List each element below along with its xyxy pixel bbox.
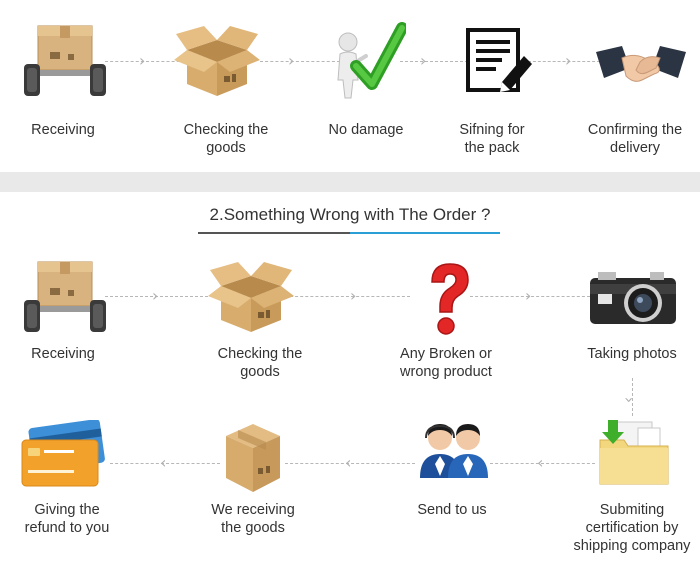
chevron-right-icon: › (152, 286, 159, 305)
chevron-right-icon: › (288, 51, 295, 70)
step-label: Checking the goods (183, 122, 269, 156)
step-label: Checking the goods (217, 346, 303, 380)
chevron-right-icon: › (420, 51, 427, 70)
flow-connector (470, 296, 590, 297)
camera-icon (588, 268, 678, 328)
flow-connector (110, 463, 220, 464)
step-label: Receiving (31, 122, 95, 138)
step-label: Taking photos (587, 346, 677, 362)
flow-connector (260, 61, 340, 62)
flow-connector (528, 61, 600, 62)
flow-connector (285, 463, 415, 464)
problem-flow-section (0, 192, 700, 573)
figure-checkmark-icon (326, 22, 406, 102)
support-agents-icon (410, 420, 500, 480)
title-underline-accent (350, 232, 500, 234)
step-label: No damage (328, 122, 404, 138)
step-label: Sifning for the pack (459, 122, 525, 156)
open-box-icon (206, 256, 296, 336)
step-label: Any Broken or wrong product (400, 346, 492, 380)
chevron-left-icon: ‹ (160, 453, 167, 472)
chevron-left-icon: ‹ (537, 453, 544, 472)
chevron-left-icon: ‹ (345, 453, 352, 472)
credit-card-icon (18, 420, 108, 490)
flow-connector (490, 463, 595, 464)
flow-connector (105, 296, 213, 297)
chevron-right-icon: › (350, 286, 357, 305)
flow-connector (105, 61, 190, 62)
open-box-icon (172, 20, 262, 100)
flow-connector-vertical (632, 378, 633, 416)
folder-download-icon (594, 418, 674, 488)
chevron-right-icon: › (565, 51, 572, 70)
step-label: We receiving the goods (211, 502, 295, 536)
step-label: Receiving (31, 346, 95, 362)
chevron-down-icon: › (620, 396, 640, 404)
section-divider (0, 172, 700, 192)
step-label: Confirming the delivery (587, 122, 683, 156)
document-pen-icon (462, 26, 532, 96)
chevron-right-icon: › (525, 286, 532, 305)
flow-connector (290, 296, 410, 297)
step-label: Giving the refund to you (24, 502, 110, 536)
box-cart-icon (20, 258, 110, 338)
step-label: Send to us (417, 502, 487, 518)
step-label: Submiting certification by shipping comp… (573, 502, 691, 554)
flow-connector (400, 61, 468, 62)
section-title: 2.Something Wrong with The Order ? (209, 205, 491, 224)
box-cart-icon (20, 22, 110, 102)
title-underline (198, 232, 350, 234)
chevron-right-icon: › (139, 51, 146, 70)
question-mark-icon (418, 258, 478, 338)
closed-box-icon (218, 416, 288, 496)
handshake-icon (596, 40, 686, 100)
